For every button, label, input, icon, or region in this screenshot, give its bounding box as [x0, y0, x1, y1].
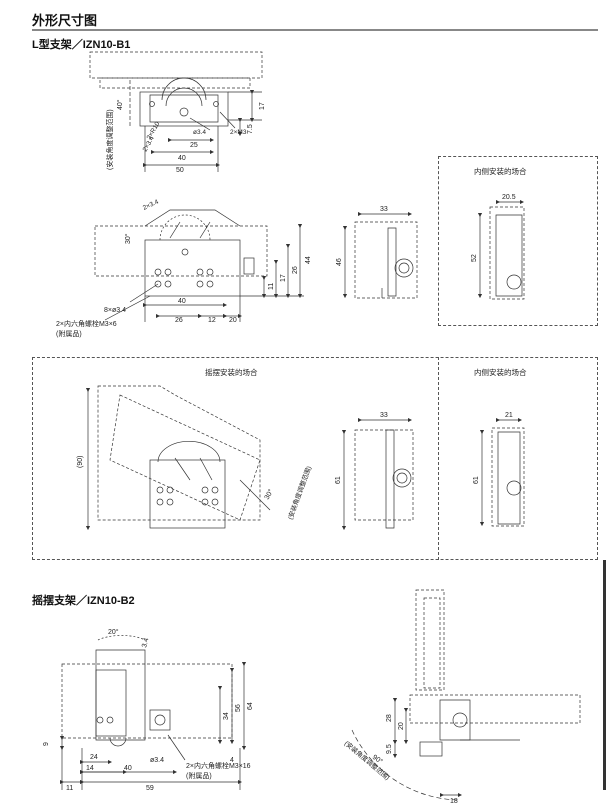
box-separator: [438, 357, 439, 560]
b1-front-h3: 17: [280, 274, 287, 282]
swing-front-view: [85, 385, 271, 531]
b1-top-note: (安装角度调整范围): [105, 109, 114, 170]
b2-front-w2: 14: [86, 765, 94, 772]
b1-front-ang: 30°: [124, 233, 132, 244]
b1-front-h4: 11: [268, 283, 275, 290]
b1-top-r2: 2×3.4: [142, 135, 156, 153]
b1-top-angle: 40°: [116, 99, 124, 110]
b1-side-h: 46: [336, 258, 343, 266]
b1-side-view: [342, 211, 418, 299]
b2-front-screw: 2×内六角螺栓M3×16: [186, 761, 251, 770]
b1-top-d3: 25: [190, 142, 198, 149]
b2-front-h3: 34: [223, 712, 230, 720]
page-title: 外形尺寸图: [32, 13, 98, 28]
page-edge-marker: [603, 560, 606, 790]
swing-side-view: [341, 417, 414, 531]
b1-inner-view: [477, 199, 525, 300]
b2-side-note: (安装角度调整范围): [343, 739, 392, 782]
b1-front-view: [94, 209, 304, 322]
box-label-swing: 摇摆安装的场合: [205, 368, 258, 377]
b2-front-w5: 59: [146, 785, 154, 792]
swing-inner-view: [479, 417, 525, 527]
b1-top-d1: 17: [259, 102, 266, 110]
b1-front-holes: 8×ø3.4: [104, 307, 126, 314]
b1-inner-h: 52: [471, 254, 478, 262]
b2-side-h2: 20: [398, 722, 405, 730]
b2-front-view: [59, 635, 247, 790]
b1-front-h1: 44: [305, 256, 312, 264]
b1-front-a1: 2×3.4: [142, 198, 160, 211]
b2-side-h3: 9.5: [386, 744, 393, 754]
b1-top-d5: 50: [176, 167, 184, 174]
b2-front-w3: 40: [124, 765, 132, 772]
b1-top-m1: 2×M3: [230, 129, 247, 136]
swing-side-h: 61: [335, 476, 342, 484]
section-title-b2: 摇摆支架／IZN10-B2: [32, 595, 135, 607]
b2-front-note: (附属品): [186, 771, 212, 780]
swing-front-h: (90): [77, 456, 84, 468]
b2-front-hole: ø3.4: [150, 757, 164, 764]
b1-front-w1: 40: [178, 298, 186, 305]
b2-side-h1: 28: [386, 714, 393, 722]
b2-front-w1: 24: [90, 754, 98, 761]
swing-inner-w: 21: [505, 412, 513, 419]
swing-install-box: [32, 357, 598, 560]
b2-front-h1: 64: [247, 702, 254, 710]
b1-top-d4: 40: [178, 155, 186, 162]
b2-front-h2: 56: [235, 704, 242, 712]
swing-side-w: 33: [380, 412, 388, 419]
b1-front-h2: 26: [292, 266, 299, 274]
b1-front-w3: 12: [208, 317, 216, 324]
b2-front-a1: 3.4: [141, 637, 150, 648]
b1-front-note: (附属品): [56, 329, 82, 338]
b1-front-w4: 20: [229, 317, 237, 324]
swing-inner-h: 61: [473, 476, 480, 484]
swing-front-ang: 30°: [263, 488, 275, 501]
b1-top-h1: ø3.4: [193, 129, 206, 136]
box-label-inner-2: 内侧安装的场合: [474, 368, 527, 377]
b2-front-w4: 11: [66, 785, 73, 792]
b1-inner-w: 20.5: [502, 194, 516, 201]
b1-front-screw: 2×内六角螺栓M3×6: [56, 319, 117, 328]
b2-front-h5: 4: [230, 757, 234, 764]
b2-side-view: [351, 589, 581, 801]
b1-top-view: [89, 51, 263, 172]
title-divider: [32, 29, 598, 31]
b1-side-w: 33: [380, 206, 388, 213]
inner-install-box-1: [438, 156, 598, 326]
swing-front-note: (安装角度调整范围): [285, 465, 313, 521]
b2-front-h4: 9: [43, 742, 50, 746]
b2-front-ang: 20°: [108, 628, 119, 636]
section-title-b1: L型支架／IZN10-B1: [32, 39, 131, 51]
b1-top-d2: 7.5: [247, 124, 254, 134]
box-label-inner-1: 内侧安装的场合: [474, 167, 527, 176]
b1-front-w2: 26: [175, 317, 183, 324]
b2-side-w1: 18: [450, 798, 458, 803]
